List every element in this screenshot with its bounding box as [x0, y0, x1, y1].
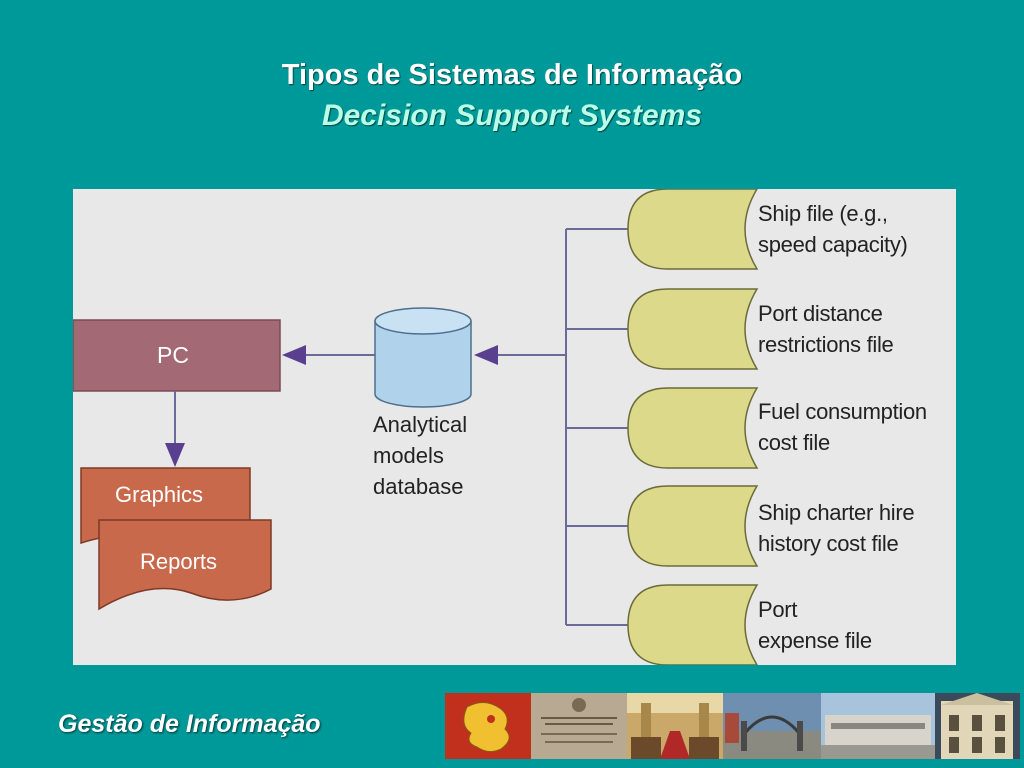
historic-facade-image: [935, 693, 1020, 759]
ship-file-label: Ship file (e.g.,: [758, 201, 888, 226]
database-label-line: models: [373, 443, 444, 468]
port-distance-file-label: restrictions file: [758, 332, 894, 357]
database-label-line: database: [373, 474, 464, 499]
photo-strip: [445, 693, 1020, 759]
coat-of-arms-image: [445, 693, 531, 759]
port-distance-file-label: Port distance: [758, 301, 883, 326]
reports-label: Reports: [140, 549, 218, 574]
file-shape: [627, 189, 759, 270]
pc-label: PC: [157, 342, 189, 368]
file-shape: [627, 288, 759, 370]
church-interior-image: [627, 693, 723, 759]
diagram-graphics: [73, 189, 759, 665]
pc-box: [73, 319, 281, 392]
file-shape: [627, 485, 759, 567]
fuel-file-label: Fuel consumption: [758, 399, 927, 424]
database-label-line: Analytical: [373, 412, 468, 437]
port-expense-file-label: Port: [758, 597, 798, 622]
database-cylinder: [374, 307, 472, 408]
charter-file-label: history cost file: [758, 531, 899, 556]
ship-file-label: speed capacity): [758, 232, 908, 257]
reports-document: [98, 519, 272, 611]
charter-file-label: Ship charter hire: [758, 500, 915, 525]
modern-building-image: [821, 693, 935, 759]
file-shape: [627, 387, 759, 469]
dss-diagram: PC Graphics Reports Analytical models da…: [73, 189, 956, 665]
port-expense-file-label: expense file: [758, 628, 872, 653]
plaque-image: [531, 693, 627, 759]
footer-title: Gestão de Informação: [58, 710, 321, 738]
graphics-label: Graphics: [115, 482, 204, 507]
slide-subtitle: Decision Support Systems: [321, 99, 703, 132]
file-shape: [627, 584, 759, 665]
fuel-file-label: cost file: [758, 430, 830, 455]
gate-image: [723, 693, 821, 759]
slide-title: Tipos de Sistemas de Informação: [281, 59, 743, 91]
